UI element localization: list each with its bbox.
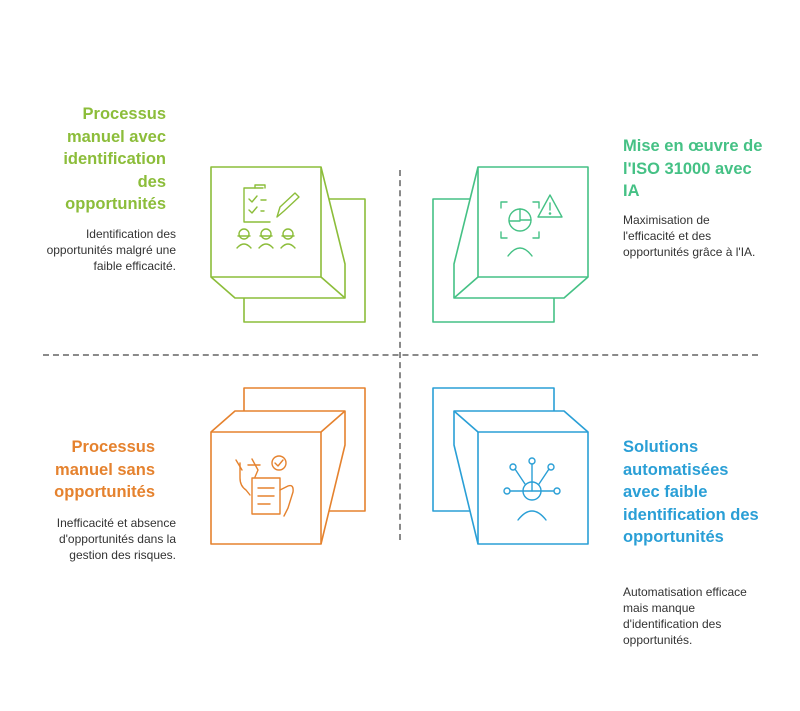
automation-network-icon bbox=[503, 457, 561, 521]
cube-bottom-left bbox=[205, 383, 370, 553]
risk-analysis-icon bbox=[500, 194, 563, 257]
quadrant-title: Solutions automatisées avec faible ident… bbox=[623, 438, 759, 546]
quadrant-title: Processus manuel avec identification des… bbox=[63, 105, 166, 213]
quadrant-title: Processus manuel sans opportunités bbox=[54, 438, 155, 501]
quadrant-title: Mise en œuvre de l'ISO 31000 avec IA bbox=[623, 137, 763, 200]
cube-bottom-right bbox=[428, 383, 593, 553]
vertical-axis bbox=[399, 170, 401, 540]
cube-top-right bbox=[428, 160, 593, 330]
quadrant-description: Identification des opportunités malgré u… bbox=[46, 227, 176, 273]
cube-top-left bbox=[205, 160, 370, 330]
quadrant-description: Automatisation efficace mais manque d'id… bbox=[623, 585, 747, 647]
quadrant-description: Inefficacité et absence d'opportunités d… bbox=[56, 516, 176, 562]
checklist-team-icon bbox=[236, 184, 300, 249]
quadrant-description: Maximisation de l'efficacité et des oppo… bbox=[623, 213, 756, 259]
manual-document-icon bbox=[235, 455, 294, 517]
